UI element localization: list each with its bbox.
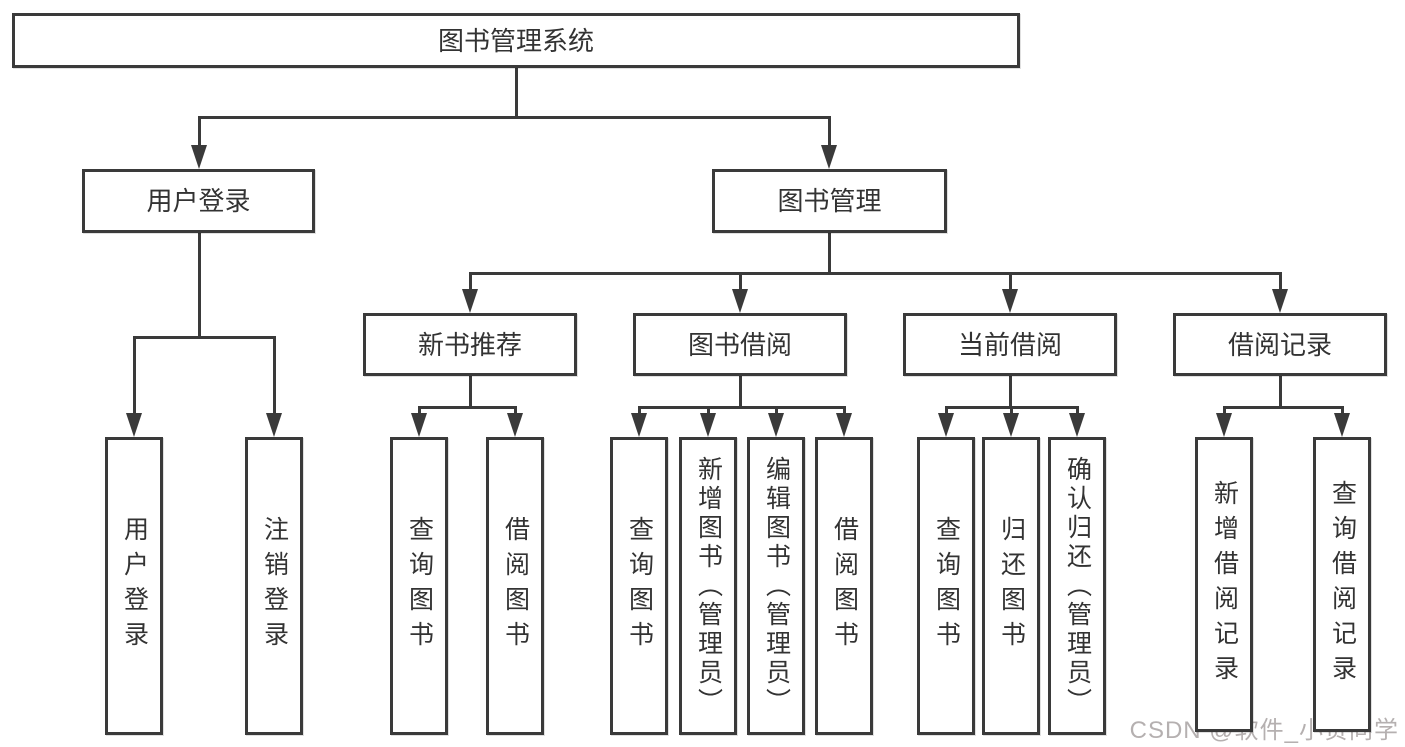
arrowhead-icon-current-borrowing-0 — [938, 413, 954, 437]
connector-bar-user-login — [132, 335, 276, 339]
arrowhead-icon-user-login-0 — [126, 413, 142, 437]
arrowhead-icon-user-login-1 — [266, 413, 282, 437]
arrowhead-icon-borrowing-records-0 — [1216, 413, 1232, 437]
arrowhead-icon-book-borrowing-1 — [700, 413, 716, 437]
connector-shaft-root-1 — [827, 115, 831, 151]
connector-shaft-current-borrowing-1 — [1009, 405, 1013, 419]
connector-shaft-book-borrowing-1 — [706, 405, 710, 419]
arrowhead-icon-root-0 — [191, 145, 207, 169]
connector-bar-root — [197, 115, 831, 119]
arrowhead-icon-book-management-1 — [732, 289, 748, 313]
node-current-borrowing: 当前借阅 — [903, 313, 1117, 376]
arrowhead-icon-book-management-2 — [1002, 289, 1018, 313]
node-leaf-query-books-2: 查询图书 — [610, 437, 668, 735]
connector-shaft-book-borrowing-2 — [774, 405, 778, 419]
connector-bar-book-borrowing — [637, 405, 846, 409]
connector-shaft-book-management-0 — [468, 271, 472, 295]
arrowhead-icon-book-borrowing-3 — [836, 413, 852, 437]
node-book-management: 图书管理 — [712, 169, 947, 233]
connector-bar-book-management — [468, 271, 1282, 275]
connector-shaft-current-borrowing-2 — [1075, 405, 1079, 419]
connector-shaft-new-book-recommend-1 — [513, 405, 517, 419]
arrowhead-icon-borrowing-records-1 — [1334, 413, 1350, 437]
node-leaf-add-books: 新增图书（管理员） — [679, 437, 737, 735]
arrowhead-icon-current-borrowing-2 — [1069, 413, 1085, 437]
node-leaf-query-borrow-record: 查询借阅记录 — [1313, 437, 1371, 732]
connector-shaft-book-management-1 — [738, 271, 742, 295]
node-leaf-confirm-return: 确认归还（管理员） — [1048, 437, 1106, 735]
connector-shaft-root-0 — [197, 115, 201, 151]
connector-shaft-user-login-1 — [272, 335, 276, 419]
node-book-borrowing: 图书借阅 — [633, 313, 847, 376]
node-borrowing-records: 借阅记录 — [1173, 313, 1387, 376]
connector-stem-borrowing-records — [1278, 376, 1282, 409]
node-leaf-return-books: 归还图书 — [982, 437, 1040, 735]
node-leaf-edit-books: 编辑图书（管理员） — [747, 437, 805, 735]
connector-stem-new-book-recommend — [468, 376, 472, 409]
arrowhead-icon-book-borrowing-0 — [631, 413, 647, 437]
connector-stem-book-management — [827, 233, 831, 275]
arrowhead-icon-root-1 — [821, 145, 837, 169]
arrowhead-icon-book-management-3 — [1272, 289, 1288, 313]
node-user-login: 用户登录 — [82, 169, 315, 233]
connector-shaft-book-management-3 — [1278, 271, 1282, 295]
node-leaf-borrow-books-2: 借阅图书 — [815, 437, 873, 735]
node-leaf-query-books-1: 查询图书 — [390, 437, 448, 735]
connector-shaft-book-management-2 — [1008, 271, 1012, 295]
arrowhead-icon-new-book-recommend-1 — [507, 413, 523, 437]
node-root: 图书管理系统 — [12, 13, 1020, 68]
connector-shaft-new-book-recommend-0 — [417, 405, 421, 419]
node-leaf-add-borrow-record: 新增借阅记录 — [1195, 437, 1253, 732]
node-leaf-user-login: 用户登录 — [105, 437, 163, 735]
connector-stem-current-borrowing — [1008, 376, 1012, 409]
node-leaf-logout: 注销登录 — [245, 437, 303, 735]
connector-shaft-book-borrowing-3 — [842, 405, 846, 419]
arrowhead-icon-current-borrowing-1 — [1003, 413, 1019, 437]
connector-bar-new-book-recommend — [417, 405, 517, 409]
connector-bar-borrowing-records — [1222, 405, 1344, 409]
node-leaf-query-books-3: 查询图书 — [917, 437, 975, 735]
connector-stem-root — [514, 68, 518, 119]
connector-shaft-borrowing-records-1 — [1340, 405, 1344, 419]
arrowhead-icon-book-borrowing-2 — [768, 413, 784, 437]
node-leaf-borrow-books-1: 借阅图书 — [486, 437, 544, 735]
arrowhead-icon-new-book-recommend-0 — [411, 413, 427, 437]
connector-stem-user-login — [197, 233, 201, 339]
connector-shaft-book-borrowing-0 — [637, 405, 641, 419]
node-new-book-recommend: 新书推荐 — [363, 313, 577, 376]
connector-shaft-borrowing-records-0 — [1222, 405, 1226, 419]
connector-shaft-current-borrowing-0 — [944, 405, 948, 419]
arrowhead-icon-book-management-0 — [462, 289, 478, 313]
connector-stem-book-borrowing — [738, 376, 742, 409]
connector-shaft-user-login-0 — [132, 335, 136, 419]
